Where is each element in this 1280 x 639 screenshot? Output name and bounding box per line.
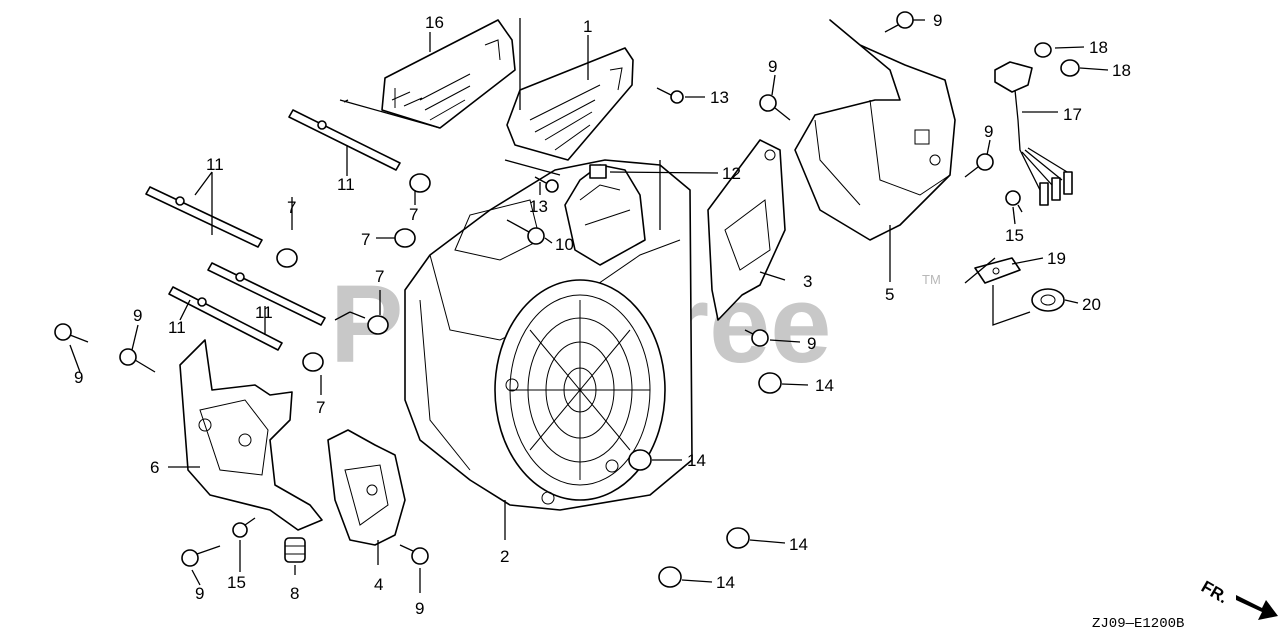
callout-9-f: 9 bbox=[768, 57, 777, 76]
trademark-mark: TM bbox=[922, 272, 941, 287]
bolt-15-b[interactable] bbox=[1005, 190, 1023, 213]
screw-13-a[interactable] bbox=[656, 87, 684, 104]
callout-9-a: 9 bbox=[74, 368, 83, 387]
arrow-icon bbox=[1236, 595, 1278, 620]
nut-14-d[interactable] bbox=[658, 566, 682, 588]
callout-7-d: 7 bbox=[375, 267, 384, 286]
callout-1: 1 bbox=[583, 17, 592, 36]
callout-16: 16 bbox=[425, 13, 444, 32]
part-20-grommet[interactable] bbox=[1031, 288, 1065, 312]
bolt-9-h[interactable] bbox=[964, 153, 994, 178]
nut-14-b[interactable] bbox=[628, 449, 652, 471]
callout-9-g: 9 bbox=[933, 11, 942, 30]
fan-grille bbox=[494, 279, 666, 501]
callout-14-c: 14 bbox=[789, 535, 808, 554]
nut-7-d[interactable] bbox=[367, 315, 389, 335]
bolt-9-a[interactable] bbox=[54, 323, 89, 343]
nut-18-b[interactable] bbox=[1060, 59, 1080, 77]
callout-13-b: 13 bbox=[529, 197, 548, 216]
callout-9-b: 9 bbox=[133, 306, 142, 325]
bolt-15-a[interactable] bbox=[232, 517, 256, 538]
part-4-side-bracket[interactable] bbox=[327, 429, 406, 546]
nut-12[interactable] bbox=[589, 164, 607, 179]
diagram-code: ZJ09—E1200B bbox=[1092, 616, 1184, 632]
callout-12: 12 bbox=[722, 164, 741, 183]
air-guide-upper[interactable] bbox=[564, 164, 646, 266]
nut-14-a[interactable] bbox=[758, 372, 782, 394]
nut-7-c[interactable] bbox=[394, 228, 416, 248]
leader-lines bbox=[69, 18, 1109, 593]
part-11-stud-a[interactable] bbox=[145, 186, 263, 248]
screw-13-b[interactable] bbox=[534, 176, 559, 193]
part-17-wire-harness[interactable] bbox=[994, 61, 1073, 206]
callout-14-a: 14 bbox=[815, 376, 834, 395]
callout-9-e: 9 bbox=[807, 334, 816, 353]
bolt-9-f[interactable] bbox=[759, 94, 791, 121]
callout-7-a: 7 bbox=[287, 198, 296, 217]
bolt-9-b[interactable] bbox=[119, 348, 156, 373]
nut-18-a[interactable] bbox=[1034, 42, 1052, 58]
part-16-shroud-cover[interactable] bbox=[381, 19, 516, 129]
callout-13-a: 13 bbox=[710, 88, 729, 107]
callout-11-a: 11 bbox=[206, 155, 224, 174]
nut-7-a[interactable] bbox=[276, 248, 298, 268]
callout-20: 20 bbox=[1082, 295, 1101, 314]
callout-2: 2 bbox=[500, 547, 509, 566]
part-3-side-plate[interactable] bbox=[707, 139, 786, 321]
callout-10: 10 bbox=[555, 235, 574, 254]
callout-3: 3 bbox=[803, 272, 812, 291]
nut-7-e[interactable] bbox=[302, 352, 324, 372]
callout-11-d: 11 bbox=[168, 318, 186, 337]
callout-7-e: 7 bbox=[316, 398, 325, 417]
direction-marker: FR. bbox=[1198, 577, 1278, 620]
callout-18-a: 18 bbox=[1089, 38, 1108, 57]
bolt-9-e[interactable] bbox=[744, 329, 769, 347]
part-11-stud-c[interactable] bbox=[168, 286, 283, 351]
callout-19: 19 bbox=[1047, 249, 1066, 268]
bolt-9-d[interactable] bbox=[399, 544, 429, 565]
callout-labels: 16 1 2 3 4 5 6 7 7 7 7 7 8 9 9 9 9 9 9 9… bbox=[74, 11, 1131, 618]
bolt-9-c[interactable] bbox=[181, 545, 221, 567]
direction-label: FR. bbox=[1198, 577, 1231, 607]
part-19-plate[interactable] bbox=[974, 257, 1021, 284]
callout-5: 5 bbox=[885, 285, 894, 304]
callout-11-b: 11 bbox=[337, 175, 355, 194]
callout-18-b: 18 bbox=[1112, 61, 1131, 80]
bolt-9-g[interactable] bbox=[884, 11, 914, 33]
callout-11-c: 11 bbox=[255, 303, 273, 322]
part-5-rear-shroud[interactable] bbox=[794, 19, 956, 241]
callout-17: 17 bbox=[1063, 105, 1082, 124]
callout-14-d: 14 bbox=[716, 573, 735, 592]
callout-8: 8 bbox=[290, 584, 299, 603]
callout-14-b: 14 bbox=[687, 451, 706, 470]
nut-7-b[interactable] bbox=[409, 173, 431, 193]
collar-8[interactable] bbox=[284, 537, 306, 563]
part-1-shroud[interactable] bbox=[506, 47, 634, 161]
part-11-stud-b[interactable] bbox=[207, 262, 326, 326]
nut-14-c[interactable] bbox=[726, 527, 750, 549]
callout-6: 6 bbox=[150, 458, 159, 477]
callout-15-a: 15 bbox=[227, 573, 246, 592]
callout-15-b: 15 bbox=[1005, 226, 1024, 245]
callout-9-c: 9 bbox=[195, 584, 204, 603]
callout-7-c: 7 bbox=[361, 230, 370, 249]
callout-7-b: 7 bbox=[409, 205, 418, 224]
part-11-stud-d[interactable] bbox=[288, 109, 401, 171]
callout-4: 4 bbox=[374, 575, 383, 594]
bolt-10[interactable] bbox=[506, 219, 545, 245]
callout-9-d: 9 bbox=[415, 599, 424, 618]
part-6-lower-bracket[interactable] bbox=[179, 339, 323, 531]
callout-9-h: 9 bbox=[984, 122, 993, 141]
